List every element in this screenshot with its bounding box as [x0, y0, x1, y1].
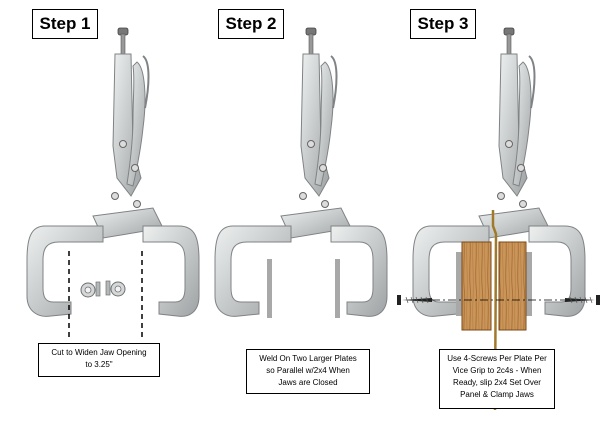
step-2-label: Step 2	[218, 9, 284, 39]
welded-plate-right	[335, 259, 340, 318]
clamp-step-1	[26, 27, 200, 318]
screw-icon	[397, 295, 432, 305]
panel-line	[491, 210, 498, 411]
step-1-note: Cut to Widen Jaw Opening to 3.25"	[38, 343, 160, 377]
wood-block-left	[461, 241, 492, 331]
step-2-note: Weld On Two Larger Plates so Parallel w/…	[246, 349, 370, 394]
step-3-label: Step 3	[410, 9, 476, 39]
plate-right	[526, 252, 532, 316]
step-3-note: Use 4-Screws Per Plate Per Vice Grip to …	[439, 349, 555, 409]
clamp-step-2	[214, 27, 388, 318]
jaw-swivel-pads	[80, 280, 126, 298]
step-1-label: Step 1	[32, 9, 98, 39]
wood-block-right	[498, 241, 527, 331]
plate-left	[456, 252, 462, 316]
screw-icon	[565, 295, 600, 305]
welded-plate-left	[267, 259, 272, 318]
